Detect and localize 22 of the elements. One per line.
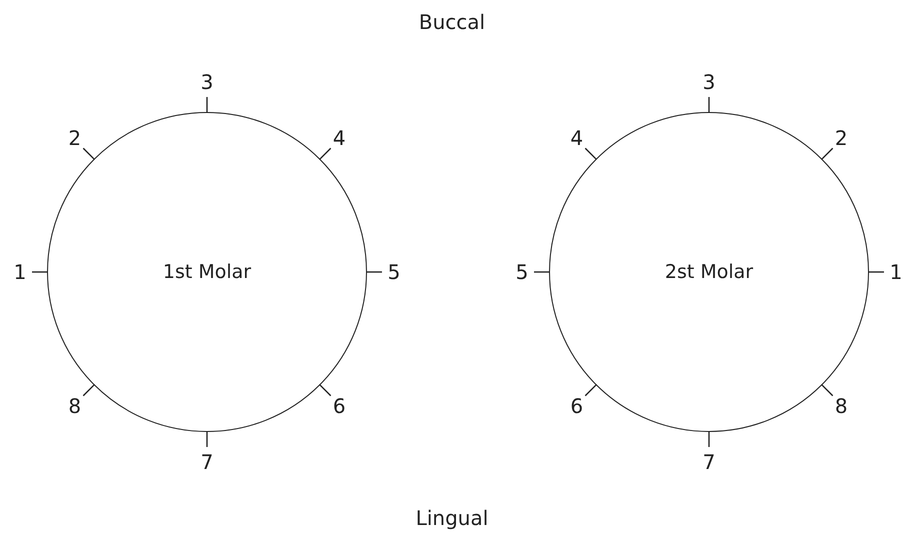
position-number: 8: [834, 396, 848, 416]
side-label: Lingual: [416, 508, 488, 528]
position-number: 6: [332, 396, 346, 416]
tooth-name: 1st Molar: [162, 261, 252, 283]
position-number: 5: [388, 262, 400, 282]
position-number: 3: [702, 72, 716, 92]
position-number: 5: [516, 262, 528, 282]
side-label: Buccal: [418, 12, 486, 32]
position-number: 6: [570, 396, 584, 416]
position-number: 2: [834, 128, 848, 148]
tooth-name: 2st Molar: [664, 261, 754, 283]
position-number: 7: [200, 452, 214, 472]
position-number: 7: [702, 452, 716, 472]
position-number: 3: [200, 72, 214, 92]
position-number: 1: [14, 262, 26, 282]
position-number: 2: [68, 128, 82, 148]
tooth-circle: [47, 112, 367, 432]
position-number: 8: [68, 396, 82, 416]
position-number: 1: [890, 262, 902, 282]
tooth-circle: [549, 112, 869, 432]
position-number: 4: [332, 128, 346, 148]
position-number: 4: [570, 128, 584, 148]
